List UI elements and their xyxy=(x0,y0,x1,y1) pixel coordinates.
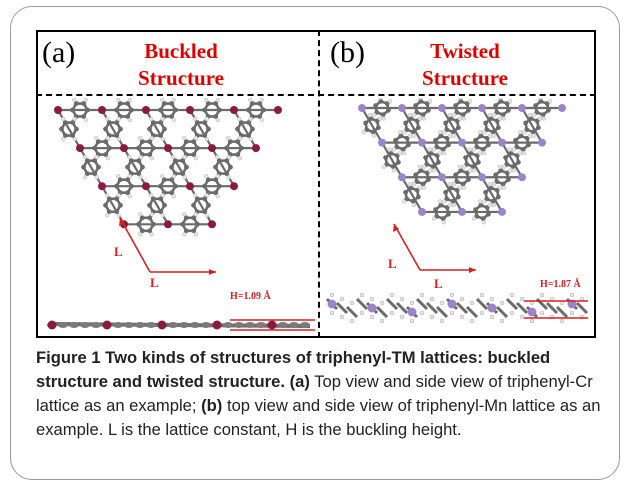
panel-b-title: Twisted Structure xyxy=(390,38,540,92)
panel-a-label: (a) xyxy=(42,36,76,69)
panel-b-label: (b) xyxy=(330,36,365,69)
panel-divider xyxy=(318,30,320,338)
panel-a-title-line2: Structure xyxy=(138,66,224,90)
panel-b-side-view xyxy=(325,292,589,324)
panel-b-title-line1: Twisted xyxy=(430,39,500,63)
panel-a-lattice-label-1: L xyxy=(114,244,123,259)
panel-b-title-line2: Structure xyxy=(422,66,508,90)
caption-a-text: Top view and side view of triphenyl-Cr l… xyxy=(36,372,593,415)
caption-title: Two kinds of structures of triphenyl-TM … xyxy=(36,348,551,391)
caption-b-label: (b) xyxy=(201,396,223,415)
panel-a-title: Buckled Structure xyxy=(106,38,256,92)
panel-b-height-label: H=1.87 Å xyxy=(540,279,581,290)
panel-a-top-view xyxy=(54,98,282,237)
caption-figure-label: Figure 1 xyxy=(36,348,101,367)
panel-a-side-view xyxy=(47,319,315,331)
panel-b-lattice-label-1: L xyxy=(388,256,397,271)
panel-a-height-label: H=1.09 Å xyxy=(230,291,271,302)
caption-a-label: (a) xyxy=(289,372,310,391)
panel-a-title-line1: Buckled xyxy=(144,39,218,63)
caption-b-text: top view and side view of triphenyl-Mn l… xyxy=(36,396,601,439)
panel-b-top-view xyxy=(358,98,566,225)
figure-caption: Figure 1 Two kinds of structures of trip… xyxy=(36,346,606,442)
panel-a-lattice-arrows xyxy=(119,217,216,275)
panel-b-lattice-arrows xyxy=(393,223,476,273)
panel-b-lattice-label-2: L xyxy=(434,276,443,291)
header-divider xyxy=(36,94,596,96)
panel-a-lattice-label-2: L xyxy=(150,275,159,290)
